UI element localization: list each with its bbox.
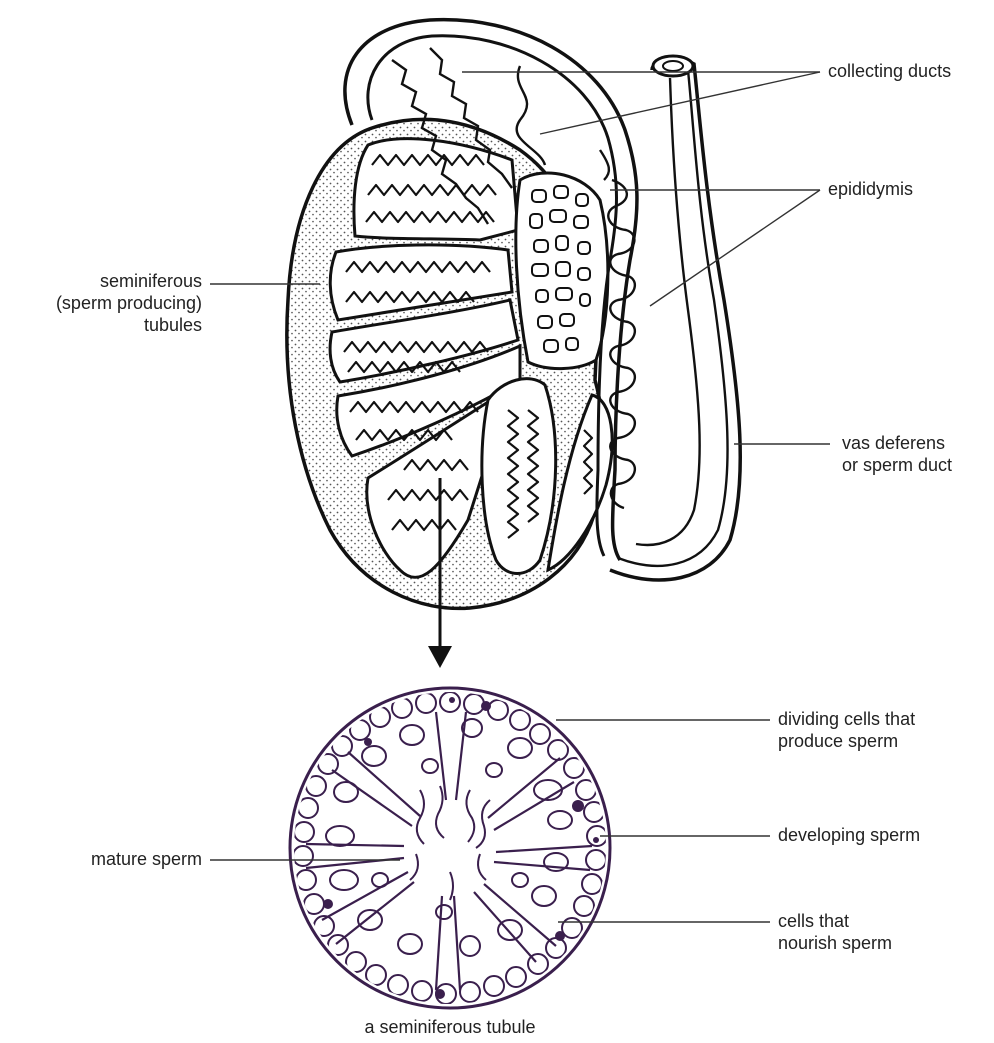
label-dividing-cells: dividing cells that produce sperm xyxy=(778,708,915,752)
rete-testis xyxy=(516,173,608,369)
vas-deferens xyxy=(610,56,740,580)
label-mature-sperm: mature sperm xyxy=(40,848,202,870)
label-seminiferous-tubules: seminiferous (sperm producing) tubules xyxy=(40,270,202,336)
leader-collecting-ducts-2 xyxy=(540,72,820,134)
label-developing-sperm: developing sperm xyxy=(778,824,920,846)
label-vas-deferens: vas deferens or sperm duct xyxy=(842,432,952,476)
caption-seminiferous-tubule: a seminiferous tubule xyxy=(300,1016,600,1038)
label-collecting-ducts: collecting ducts xyxy=(828,60,951,82)
tubule-cross-section xyxy=(290,688,610,1008)
label-nourish-cells: cells that nourish sperm xyxy=(778,910,892,954)
label-epididymis: epididymis xyxy=(828,178,913,200)
leader-epididymis-2 xyxy=(650,190,820,306)
